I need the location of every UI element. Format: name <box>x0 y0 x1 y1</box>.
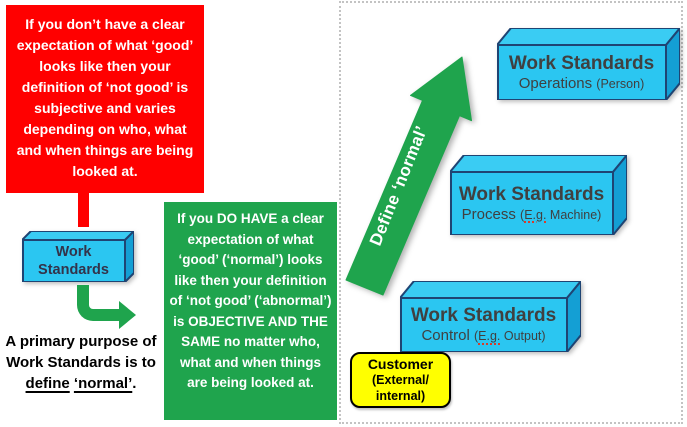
caption-underline-normal: ‘normal’ <box>73 375 133 392</box>
cube-subtitle-paren-open: ( <box>473 329 479 343</box>
elbow-arrow-head <box>119 301 136 329</box>
cube-3d-shape <box>400 281 581 352</box>
cube-subtitle-main: Operations <box>518 74 597 92</box>
caption-period: . <box>132 375 137 392</box>
cube-3d-shape <box>450 155 627 235</box>
customer-box[interactable]: Customer (External/ internal) <box>350 352 451 408</box>
cube-subtitle: Process (E.g. Machine) <box>462 206 602 224</box>
red-connector-line[interactable] <box>78 192 89 227</box>
cube-subtitle-paren-rest: Machine) <box>546 207 602 222</box>
caption-lead: A primary purpose of Work Standards is t… <box>5 333 157 371</box>
primary-purpose-caption[interactable]: A primary purpose of Work Standards is t… <box>2 331 160 394</box>
cube-subtitle-paren-open: ( <box>520 207 525 222</box>
cube-label-line2: Standards <box>38 262 109 278</box>
caption-underline-define: define <box>25 375 70 392</box>
cube-3d-shape <box>22 231 134 282</box>
cube-title: Work Standards <box>508 52 655 74</box>
cube-3d-shape <box>497 28 680 100</box>
cube-subtitle-eg-spellcheck: E.g. <box>524 207 547 222</box>
cube-label-line1: Work <box>55 244 92 260</box>
cube-title: Work Standards <box>410 305 557 326</box>
cube-subtitle-paren: (Person) <box>596 76 645 91</box>
customer-title: Customer <box>367 356 434 372</box>
cube-subtitle: Operations (Person) <box>519 75 644 93</box>
work-standards-cube-control[interactable]: Work Standards Control (E.g. Output) <box>400 281 581 352</box>
content-placeholder-border[interactable] <box>339 1 683 424</box>
cube-subtitle-main: Control <box>421 327 474 344</box>
cube-subtitle-main: Process <box>461 205 521 223</box>
work-standards-cube-operations[interactable]: Work Standards Operations (Person) <box>497 28 680 100</box>
green-callout-text: If you DO HAVE a clear expectation of wh… <box>169 211 332 390</box>
cube-title: Work Standards <box>458 183 605 205</box>
red-callout-box[interactable]: If you don’t have a clear expectation of… <box>6 5 204 193</box>
cube-subtitle-eg-spellcheck: E.g. <box>478 329 501 343</box>
elbow-arrow[interactable] <box>77 285 121 321</box>
work-standards-cube-process[interactable]: Work Standards Process (E.g. Machine) <box>450 155 627 235</box>
cube-subtitle: Control (E.g. Output) <box>421 327 545 345</box>
customer-line3: internal) <box>375 389 426 403</box>
green-callout-box[interactable]: If you DO HAVE a clear expectation of wh… <box>164 202 337 420</box>
cube-subtitle-paren-rest: Output) <box>500 329 546 343</box>
work-standards-cube-left[interactable]: Work Standards <box>22 231 134 282</box>
red-callout-text: If you don’t have a clear expectation of… <box>16 16 194 179</box>
customer-line2: (External/ <box>372 373 429 387</box>
